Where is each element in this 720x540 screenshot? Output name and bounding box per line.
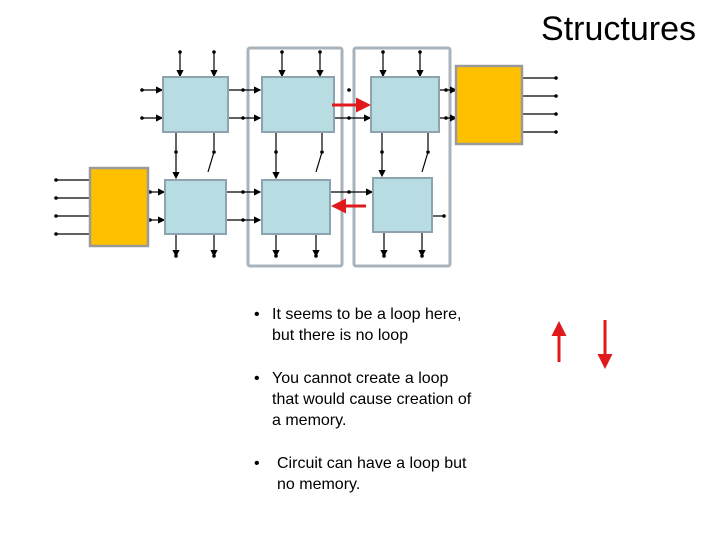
- top-input-wires: [176, 52, 424, 78]
- bullet-text-line: that would cause creation of: [272, 391, 472, 408]
- wire-dots-top-row: [140, 88, 448, 120]
- bullet-item-1: • It seems to be a loop here, but there …: [252, 304, 552, 346]
- logic-block-top-3: [370, 76, 440, 133]
- wire-dots-right: [554, 76, 558, 134]
- bullet-text-line: a memory.: [272, 412, 347, 429]
- wire-dots-bottom: [174, 254, 424, 258]
- left-memory-input-wires: [56, 179, 90, 235]
- memory-block-right: [454, 64, 524, 146]
- logic-block-bottom-3: [372, 177, 433, 233]
- bottom-output-wires: [172, 232, 426, 258]
- bullet-text-line: but there is no loop: [272, 327, 409, 344]
- group-outline-left: [246, 46, 344, 268]
- middle-vertical-wires: [172, 132, 429, 180]
- bullet-list: • It seems to be a loop here, but there …: [252, 304, 552, 517]
- bullet-text-line: It seems to be a loop here,: [272, 306, 462, 323]
- bullet-text-line: You cannot create a loop: [272, 370, 449, 387]
- logic-block-bottom-2: [261, 179, 331, 235]
- logic-block-bottom-1: [164, 179, 227, 235]
- bullet-marker: •: [254, 370, 260, 387]
- wire-dots-left: [54, 178, 58, 236]
- bullet-text-line: no memory.: [277, 476, 361, 493]
- bullet-text-line: Circuit can have a loop but: [277, 455, 467, 472]
- right-memory-output-wires: [522, 77, 556, 133]
- slide-title: Structures: [541, 10, 696, 48]
- bullet-marker: •: [254, 455, 260, 472]
- wire-dots-middle: [174, 150, 430, 154]
- group-outline-right: [352, 46, 452, 268]
- bullet-item-2: • You cannot create a loop that would ca…: [252, 368, 552, 431]
- memory-block-left: [88, 166, 150, 248]
- logic-block-top-1: [162, 76, 229, 133]
- wire-dots-top: [178, 50, 422, 54]
- logic-block-top-2: [261, 76, 335, 133]
- bullet-item-3: • Circuit can have a loop but no memory.: [252, 453, 552, 495]
- bullet-marker: •: [254, 306, 260, 323]
